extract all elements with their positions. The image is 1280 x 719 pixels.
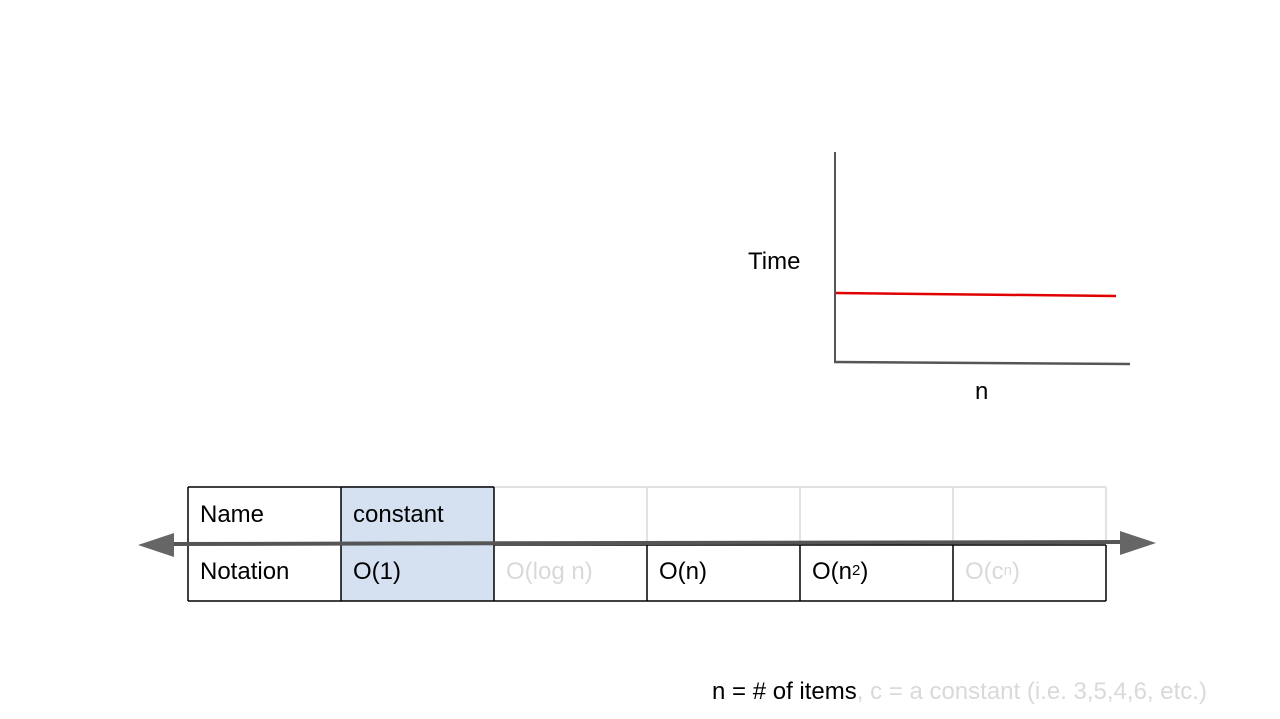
complexity-table: Name Notation constant O(1) O(log n) O(n… xyxy=(188,486,1106,601)
row-header-name: Name xyxy=(200,500,265,528)
name-cell-constant: constant xyxy=(341,486,494,543)
notation-cell-o-1: O(1) xyxy=(341,543,494,601)
footnote-main: n = # of items xyxy=(712,678,857,705)
x-axis-label: n xyxy=(975,378,989,405)
footnote: n = # of items, c = a constant (i.e. 3,5… xyxy=(712,680,1207,704)
x-axis xyxy=(833,360,1131,366)
notation-cell-o-log-n: O(log n) xyxy=(506,558,593,585)
constant-time-line xyxy=(835,291,1117,298)
name-cell-4 xyxy=(800,486,953,543)
notation-cell-o-n: O(n) xyxy=(659,558,707,585)
y-axis-label: Time xyxy=(748,248,801,275)
name-cell-3 xyxy=(647,486,800,543)
name-cell-2 xyxy=(494,486,647,543)
footnote-faded: , c = a constant (i.e. 3,5,4,6, etc.) xyxy=(856,678,1207,705)
name-cell-5 xyxy=(953,486,1106,543)
row-header-notation: Notation xyxy=(200,558,290,585)
